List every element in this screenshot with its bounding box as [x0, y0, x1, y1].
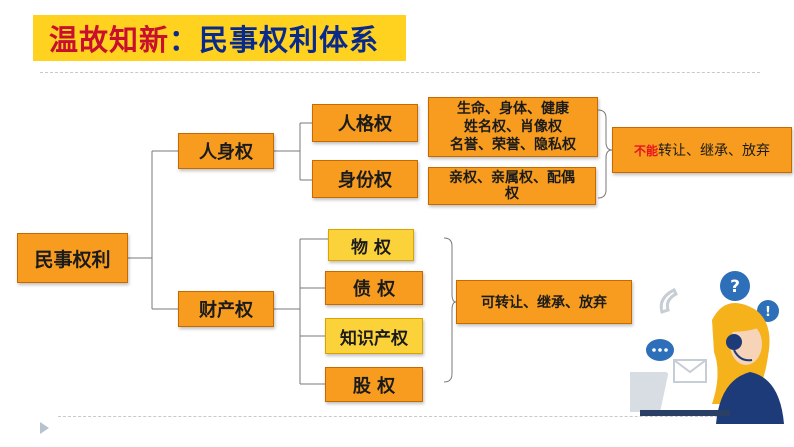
question-bubble-icon — [720, 271, 750, 301]
personal-right-node: 人身权 — [178, 133, 274, 169]
personality-item: 名誉、荣誉、隐私权 — [450, 137, 576, 153]
personal-note-box: 不能转让、继承、放弃 — [612, 127, 792, 173]
bottom-divider — [58, 416, 748, 417]
identity-item: 权 — [505, 186, 519, 202]
personality-right-node: 人格权 — [312, 104, 418, 142]
cannot-label: 不能 — [633, 143, 658, 158]
identity-items-box: 亲权、亲属权、配偶 权 — [428, 167, 596, 205]
title-red-text: 温故知新 — [49, 23, 170, 57]
phone-icon — [659, 287, 678, 314]
page-title: 温故知新：民事权利体系 — [33, 15, 406, 61]
property-right-node: 财产权 — [178, 291, 274, 327]
real-right-node: 物 权 — [328, 229, 414, 261]
envelope-icon — [673, 359, 707, 383]
next-slide-icon[interactable] — [40, 422, 49, 434]
property-note-box: 可转让、继承、放弃 — [456, 280, 632, 324]
personal-note-text: 转让、继承、放弃 — [658, 143, 770, 159]
customer-service-illustration: ? ! — [630, 271, 784, 424]
equity-right-node: 股 权 — [325, 367, 423, 402]
identity-item: 亲权、亲属权、配偶 — [449, 170, 575, 186]
identity-right-node: 身份权 — [312, 160, 418, 198]
title-separator: ： — [169, 23, 200, 57]
title-blue-text: 民事权利体系 — [199, 23, 380, 57]
creditor-right-node: 债 权 — [325, 271, 423, 305]
top-divider — [40, 72, 760, 73]
personality-items-box: 生命、身体、健康 姓名权、肖像权 名誉、荣誉、隐私权 — [428, 97, 598, 157]
root-node: 民事权利 — [17, 233, 128, 283]
exclamation-bubble-icon — [757, 300, 779, 322]
svg-text:?: ? — [730, 277, 740, 297]
personality-item: 姓名权、肖像权 — [464, 119, 562, 135]
svg-text:!: ! — [765, 305, 771, 320]
personality-item: 生命、身体、健康 — [457, 101, 569, 117]
ip-right-node: 知识产权 — [325, 318, 423, 354]
